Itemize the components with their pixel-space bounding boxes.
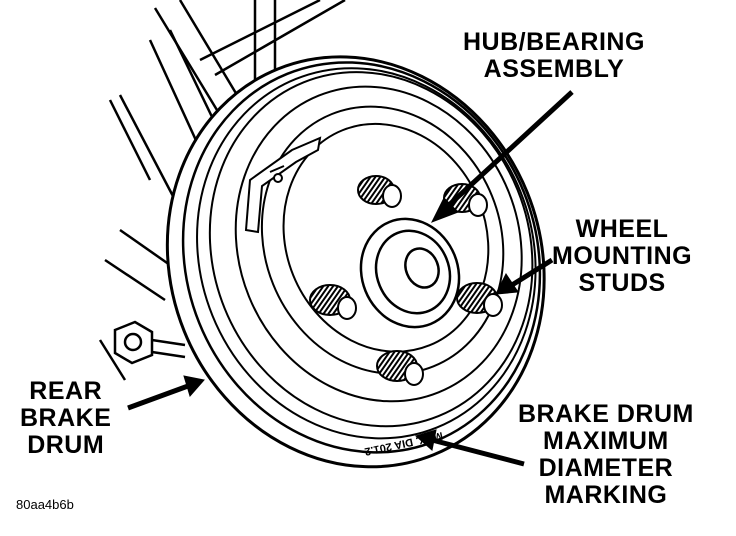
rear-drum-leader-line [127,383,189,411]
wheel-studs-line-3: STUDS [578,269,666,297]
studs-arrowhead [495,273,519,295]
marking-leader-line [431,437,525,467]
figure-code: 80aa4b6b [16,497,74,512]
drum-marking-label: BRAKE DRUM MAXIMUM DIAMETER MARKING [518,401,694,509]
hub-bearing-label: HUB/BEARING ASSEMBLY [463,29,645,83]
suspension-frame [98,0,346,381]
drum-marking-line-3: DIAMETER [538,454,674,482]
hub-bearing-line-2: ASSEMBLY [483,55,625,83]
drum-marking-line-1: BRAKE DRUM [518,400,694,428]
hub-leader-line [446,90,574,208]
drum-marking-line-4: MARKING [544,481,668,509]
wheel-studs-line-1: WHEEL [575,215,669,243]
wheel-stud [443,183,488,217]
rear-drum-line-3: DRUM [27,431,105,459]
hub-bearing-assembly [359,217,461,329]
rear-drum-line-1: REAR [29,377,103,405]
wheel-studs-label: WHEEL MOUNTING STUDS [552,216,692,297]
brake-drum [165,55,546,469]
hub-bearing-line-1: HUB/BEARING [463,28,645,56]
rear-drum-line-2: BRAKE [20,404,112,432]
wheel-stud [309,284,357,320]
marking-arrowhead [414,429,437,451]
mounting-bolt [113,320,186,365]
wheel-stud [376,350,424,386]
hub-arrowhead [430,197,459,223]
rear-drum-arrowhead [183,375,205,398]
leader-arrows [127,90,574,467]
drum-marking-line-2: MAXIMUM [543,427,669,455]
rear-drum-label: REAR BRAKE DRUM [20,378,111,459]
adjuster-slot [244,136,322,234]
studs-leader-line [510,257,554,288]
wheel-studs-line-2: MOUNTING [552,242,693,270]
wheel-stud [456,282,503,317]
wheel-stud [357,175,402,208]
